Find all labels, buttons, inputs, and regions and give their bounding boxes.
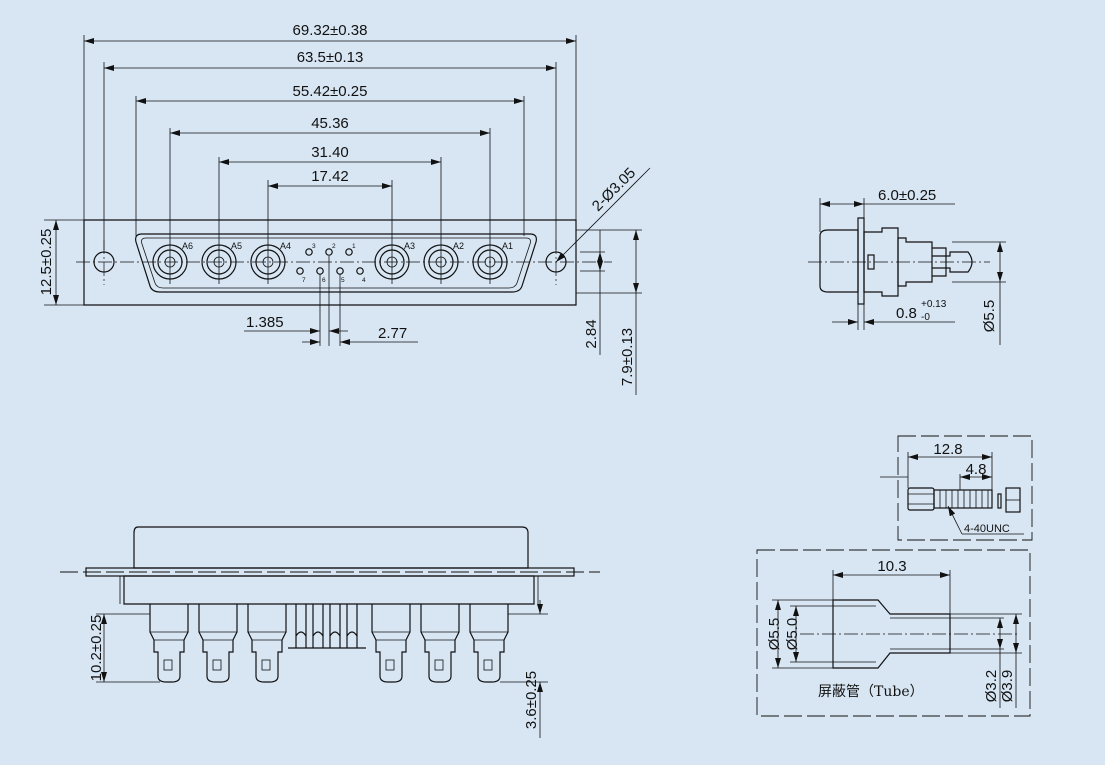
rear-power-contact <box>420 604 460 683</box>
dim-rear-pin-length: 10.2±0.25 <box>88 615 105 682</box>
front-shell-inner <box>141 237 531 289</box>
rear-power-contact <box>149 604 189 683</box>
dimension-lines <box>53 38 651 395</box>
pin-label: 2 <box>332 243 336 250</box>
front-view: A6 A5 A4 A3 A2 A1 1 2 3 4 5 6 7 <box>38 22 651 395</box>
side-flange <box>857 217 865 305</box>
dim-flange-thickness: 0.8 <box>896 305 917 322</box>
pin-label: 4 <box>362 277 366 284</box>
pin-label: 1 <box>352 243 356 250</box>
power-contacts <box>152 240 508 284</box>
dim-rear-tail-length: 3.6±0.25 <box>523 671 540 729</box>
dim-flange-thickness-upper: +0.13 <box>921 299 947 310</box>
dim-shell-inner-height: 2.84 <box>583 319 600 348</box>
screw-detail: 12.8 4.8 4-40UNC <box>880 435 1033 541</box>
rear-power-contact <box>469 604 509 683</box>
pin-label: A5 <box>231 241 242 251</box>
extension-lines <box>44 35 642 346</box>
side-view: 6.0±0.25 0.8 +0.13 -0 Ø5.5 <box>808 187 1006 345</box>
screw-thread-body <box>933 489 993 509</box>
dim-tube-inner-large: Ø5.0 <box>784 618 801 651</box>
dim-hole-spacing: 63.5±0.13 <box>297 49 364 66</box>
dim-screw-length: 12.8 <box>933 441 962 458</box>
power-contact <box>423 240 459 284</box>
side-body <box>897 237 933 287</box>
tube-detail-frame <box>756 549 1031 717</box>
pin-label: A4 <box>280 241 291 251</box>
tube-detail: 10.3 Ø5.5 Ø5.0 Ø3.2 Ø3.9 屏蔽管（Tube） <box>756 549 1031 717</box>
dim-flange-height: 12.5±0.25 <box>38 229 55 296</box>
dim-shell-width: 55.42±0.25 <box>293 83 368 100</box>
dim-tube-outer-large: Ø5.5 <box>766 618 783 651</box>
dim-signal-pitch: 2.77 <box>378 325 407 342</box>
dim-inner-pin-span: 17.42 <box>311 168 349 185</box>
power-contact <box>374 240 410 284</box>
bottom-view: 10.2±0.25 3.6±0.25 <box>60 526 600 738</box>
dim-side-pin-diameter: Ø5.5 <box>981 300 998 333</box>
tube-label: 屏蔽管（Tube） <box>818 684 924 700</box>
dim-signal-half-pitch: 1.385 <box>246 314 284 331</box>
pin-label: A6 <box>182 241 193 251</box>
power-contact <box>201 240 237 284</box>
rear-power-contact <box>247 604 287 683</box>
dim-screw-thread-length: 4.8 <box>966 461 987 478</box>
front-flange-outline <box>83 219 577 306</box>
side-shell <box>819 229 859 293</box>
dim-tube-length: 10.3 <box>877 558 906 575</box>
dim-screw-thread: 4-40UNC <box>964 523 1010 535</box>
rear-signal-pins <box>288 604 366 649</box>
screw-detail-frame <box>897 435 1033 541</box>
pin-label: A2 <box>453 241 464 251</box>
side-insulator <box>863 227 899 297</box>
pin-label: 5 <box>341 277 345 284</box>
rear-power-contact <box>198 604 238 683</box>
dim-outer-pin-span: 45.36 <box>311 115 349 132</box>
front-shell-outline <box>135 233 537 293</box>
dim-middle-pin-span: 31.40 <box>311 144 349 161</box>
dim-flange-thickness-lower: -0 <box>921 312 930 323</box>
dim-tube-inner-small: Ø3.2 <box>983 670 1000 703</box>
screw-washer <box>997 493 1002 509</box>
bottom-body <box>123 575 535 605</box>
screw-head <box>907 487 935 511</box>
power-contact <box>472 240 508 284</box>
dim-mount-hole: 2-Ø3.05 <box>589 164 639 214</box>
dim-shell-outer-height: 7.9±0.13 <box>619 328 636 386</box>
pin-label: 6 <box>322 277 326 284</box>
pin-label: 7 <box>302 277 306 284</box>
rear-power-contacts <box>149 604 509 683</box>
pin-label: 3 <box>312 243 316 250</box>
power-contact <box>152 240 188 284</box>
power-contact <box>250 240 286 284</box>
dim-tube-outer-small: Ø3.9 <box>999 670 1016 703</box>
signal-contacts <box>296 248 364 275</box>
bottom-shell <box>133 526 529 569</box>
pin-label: A1 <box>502 241 513 251</box>
rear-power-contact <box>371 604 411 683</box>
dim-side-depth: 6.0±0.25 <box>878 187 936 204</box>
dim-overall-width: 69.32±0.38 <box>293 22 368 39</box>
pin-label: A3 <box>404 241 415 251</box>
